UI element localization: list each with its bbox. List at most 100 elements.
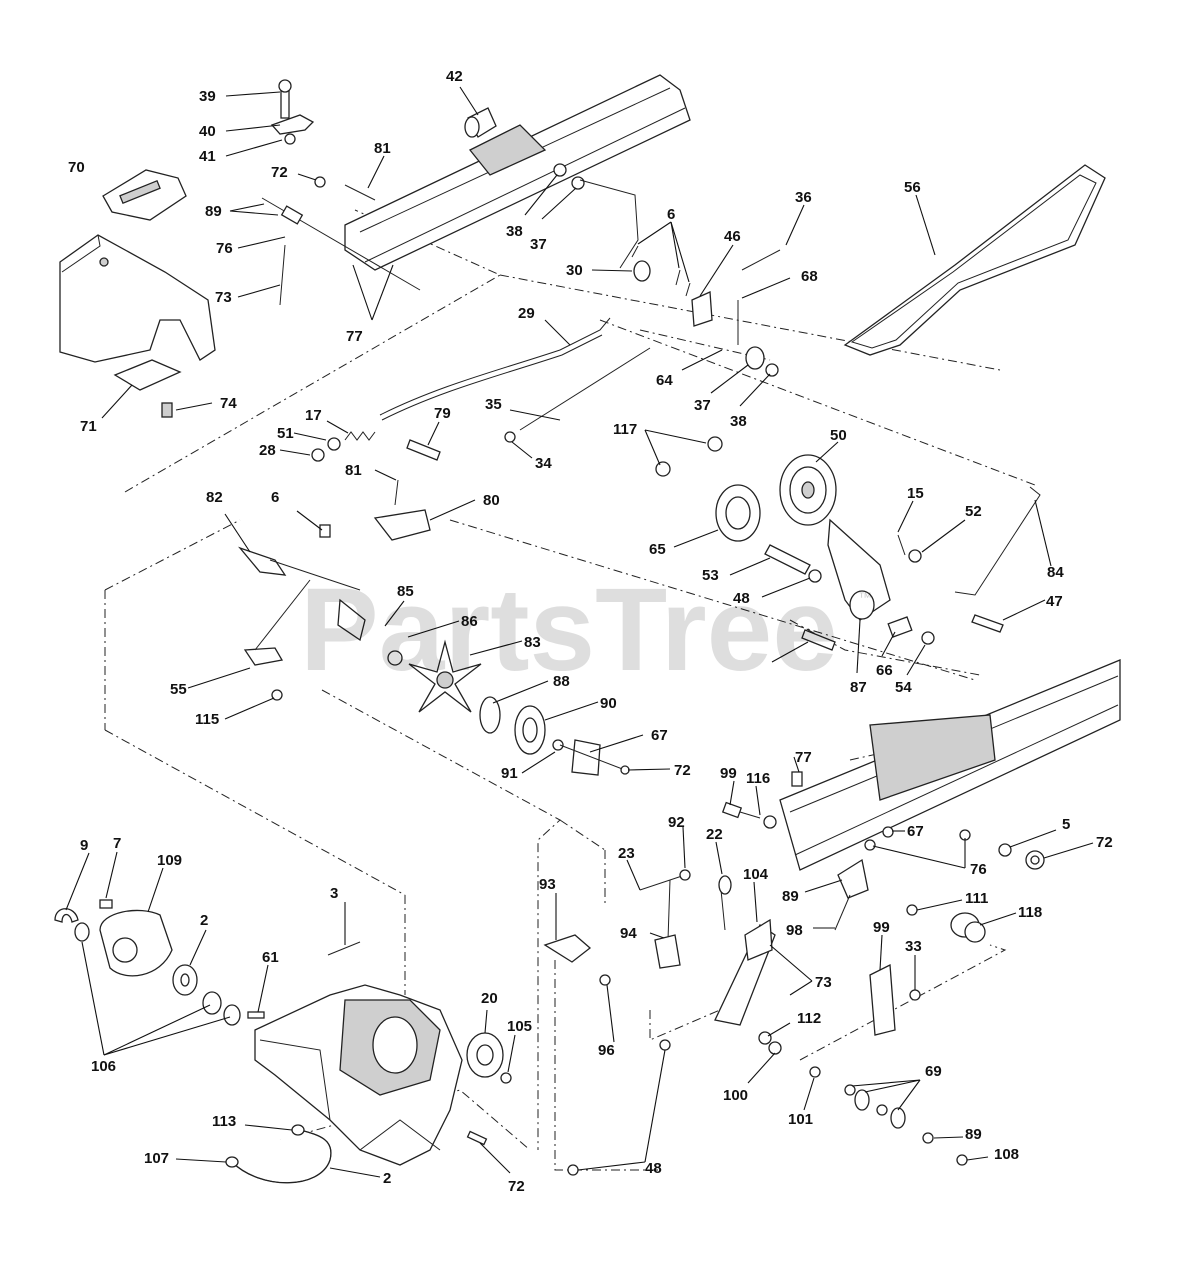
callout-111: 118	[1018, 904, 1042, 921]
callout-107: 2	[383, 1170, 391, 1187]
callout-56: 56	[904, 179, 921, 196]
watermark: PartsTree ™	[300, 564, 872, 696]
callout-76: 76	[216, 240, 233, 257]
callout-77b: 99	[720, 765, 737, 782]
callout-65: 53	[702, 567, 719, 584]
callout-115: 77	[795, 749, 812, 766]
callout-72c: 76	[970, 861, 987, 878]
hood-and-dash-parts	[59, 79, 497, 418]
callout-36: 36	[795, 189, 812, 206]
callout-86: 83	[524, 634, 541, 651]
shift-linkage-parts	[543, 771, 1045, 1176]
callout-85: 86	[461, 613, 478, 630]
frame-rails	[344, 74, 1121, 871]
watermark-trademark: ™	[858, 589, 872, 605]
callout-39: 39	[199, 88, 216, 105]
callout-29: 29	[518, 305, 535, 322]
callout-113: 89	[965, 1126, 982, 1143]
callout-53: 48	[733, 590, 750, 607]
callout-9: 7	[113, 835, 121, 852]
callout-81b: 81	[345, 462, 362, 479]
callout-73: 73	[215, 289, 232, 306]
clutch-and-fan-assembly	[238, 439, 630, 776]
callout-38: 38	[506, 223, 523, 240]
callout-33: 9	[80, 837, 88, 854]
callout-72: 72	[271, 164, 288, 181]
callout-3: 2	[200, 912, 208, 929]
callout-67b: 5	[1062, 816, 1070, 833]
callout-94: 73	[815, 974, 832, 991]
callout-98: 99	[873, 919, 890, 936]
callout-73b: 98	[786, 922, 803, 939]
callout-101: 69	[925, 1063, 942, 1080]
callout-117: 117	[613, 421, 637, 438]
callout-34: 34	[535, 455, 552, 472]
callout-106: 113	[212, 1113, 236, 1130]
callout-2: 61	[262, 949, 279, 966]
callout-17: 17	[305, 407, 322, 424]
callout-68: 68	[801, 268, 818, 285]
callout-118: 92	[668, 814, 685, 831]
callout-84: 85	[397, 583, 414, 600]
callout-93: 94	[620, 925, 637, 942]
callout-96: 112	[797, 1010, 821, 1027]
callout-89c: 108	[994, 1146, 1019, 1163]
callout-81c: 6	[271, 489, 279, 506]
pulley-assembly	[655, 436, 1041, 651]
callout-30: 30	[566, 262, 583, 279]
callout-74: 74	[220, 395, 237, 412]
callout-38b: 38	[730, 413, 747, 430]
brake-and-linkage-parts	[261, 163, 781, 462]
callout-6: 6	[667, 206, 675, 223]
callout-104: 93	[539, 876, 556, 893]
callout-52: 65	[649, 541, 666, 558]
callout-88: 90	[600, 695, 617, 712]
callout-108: 107	[144, 1150, 169, 1167]
callout-71: 71	[80, 418, 97, 435]
callout-55: 66	[876, 662, 893, 679]
callout-67: 91	[501, 765, 518, 782]
watermark-text: PartsTree	[300, 564, 838, 696]
callout-40: 40	[199, 123, 216, 140]
callout-80: 80	[483, 492, 500, 509]
callout-72d: 48	[645, 1160, 662, 1177]
callout-6b: 15	[907, 485, 924, 502]
callout-22: 104	[743, 866, 769, 883]
transaxle-assembly	[54, 899, 512, 1184]
callout-83: 55	[170, 681, 187, 698]
callout-105: 96	[598, 1042, 615, 1059]
part-callouts: 39 40 41 42 81 72 70 89 76 73 77 38 37 6…	[68, 68, 1113, 1195]
callout-48: 47	[1046, 593, 1063, 610]
callout-90: 67	[651, 727, 668, 744]
callout-37b: 37	[694, 397, 711, 414]
callout-91: 72	[674, 762, 691, 779]
callout-47: 84	[1047, 564, 1064, 581]
belt-56	[843, 164, 1106, 356]
callout-15: 52	[965, 503, 982, 520]
callout-51: 51	[277, 425, 294, 442]
callout-77: 77	[346, 328, 363, 345]
callout-leader-lines	[65, 86, 1094, 1178]
callout-42: 42	[446, 68, 463, 85]
callout-23: 22	[706, 826, 723, 843]
callout-89b: 111	[965, 890, 988, 907]
callout-28: 28	[259, 442, 276, 459]
callout-5: 72	[1096, 834, 1113, 851]
callout-112: 100	[723, 1087, 748, 1104]
callout-35: 35	[485, 396, 502, 413]
callout-79: 79	[434, 405, 451, 422]
callout-81: 81	[374, 140, 391, 157]
callout-7: 109	[157, 852, 182, 869]
callout-50: 50	[830, 427, 847, 444]
callout-99b: 33	[905, 938, 922, 955]
callout-92: 23	[618, 845, 635, 862]
callout-99: 116	[746, 770, 770, 787]
callout-116: 67	[907, 823, 924, 840]
callout-46: 46	[724, 228, 741, 245]
callout-66: 54	[895, 679, 912, 696]
callout-20: 105	[507, 1018, 532, 1035]
callout-89: 89	[205, 203, 222, 220]
callout-41: 41	[199, 148, 216, 165]
callout-2b: 72	[508, 1178, 525, 1195]
